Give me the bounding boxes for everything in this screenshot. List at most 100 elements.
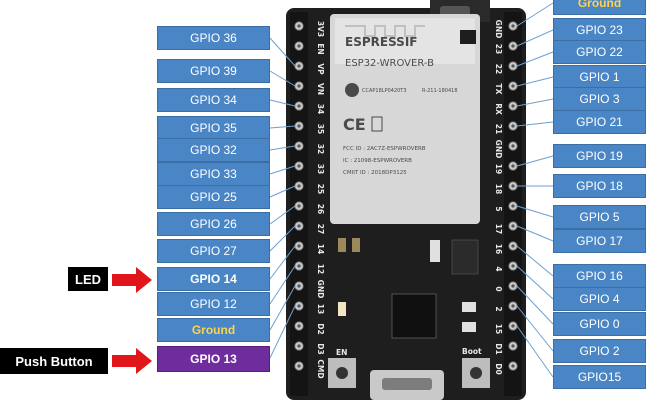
pin-silk-label: 19 <box>494 164 503 174</box>
pin-silk-label: D0 <box>494 363 503 374</box>
pin-hole <box>297 264 301 268</box>
left-pin-label: GPIO 34 <box>157 88 270 112</box>
right-pin-label: GPIO 17 <box>553 229 646 253</box>
pin-hole <box>511 344 515 348</box>
pin-hole <box>511 164 515 168</box>
pointer-line <box>516 265 554 300</box>
power-led <box>338 302 346 316</box>
pin-silk-label: 5 <box>494 206 503 211</box>
right-pin-label: GPIO 2 <box>553 339 646 363</box>
right-pin-label: GPIO 18 <box>553 174 646 198</box>
right-pin-label: GPIO 4 <box>553 287 646 311</box>
esp32-module <box>330 14 480 224</box>
left-pin-label: GPIO 36 <box>157 26 270 50</box>
pin-silk-label: 13 <box>316 304 325 314</box>
module-cert1: CCAP18LP0420T3 <box>362 88 407 94</box>
pin-hole <box>297 324 301 328</box>
right-pin-label: GPIO15 <box>553 365 646 389</box>
right-pin-label: GPIO 23 <box>553 18 646 42</box>
pointer-line <box>269 99 296 107</box>
pin-hole <box>511 184 515 188</box>
pin-hole <box>511 44 515 48</box>
right-pin-label: GPIO 0 <box>553 312 646 336</box>
boot-button-cap <box>470 367 482 379</box>
pin-hole <box>511 244 515 248</box>
pin-silk-label: D3 <box>316 343 325 354</box>
pin-silk-label: TX <box>494 84 503 95</box>
left-pin-label: GPIO 13 <box>157 346 270 372</box>
pin-hole <box>511 124 515 128</box>
pin-hole <box>297 164 301 168</box>
wifi-logo-icon <box>345 83 359 97</box>
pointer-line <box>269 165 296 175</box>
pointer-line <box>269 245 296 280</box>
pin-silk-label: EN <box>316 43 325 54</box>
pin-hole <box>511 204 515 208</box>
pin-silk-label: D1 <box>494 343 503 354</box>
pin-hole <box>297 144 301 148</box>
pin-silk-label: 27 <box>316 224 325 234</box>
en-silk-label: EN <box>336 348 347 357</box>
left-pin-label: GPIO 35 <box>157 116 270 140</box>
right-pin-label: GPIO 3 <box>553 87 646 111</box>
pointer-line <box>269 125 296 129</box>
module-ic: IC : 21098-ESPWROVERB <box>343 158 412 164</box>
pin-silk-label: 14 <box>316 244 325 254</box>
left-pin-label: GPIO 39 <box>157 59 270 83</box>
module-cert2: R-211-180418 <box>422 88 458 94</box>
rcm-mark-icon <box>371 116 383 132</box>
boot-silk-label: Boot <box>462 347 482 356</box>
en-button-cap <box>336 367 348 379</box>
pin-hole <box>511 284 515 288</box>
pin-silk-label: 12 <box>316 264 325 274</box>
pin-silk-label: CMD <box>316 359 325 378</box>
pin-silk-label: 17 <box>494 224 503 234</box>
pin-hole <box>511 364 515 368</box>
pin-hole <box>297 104 301 108</box>
led-tag: LED <box>68 267 108 291</box>
ce-mark-icon: CE <box>343 115 366 134</box>
smd-component <box>462 302 476 312</box>
smd-component <box>430 240 440 262</box>
pin-hole <box>297 284 301 288</box>
pin-hole <box>511 64 515 68</box>
pin-silk-label: GND <box>316 280 325 299</box>
pin-hole <box>297 344 301 348</box>
pointer-line <box>516 325 554 378</box>
pointer-line <box>516 245 554 277</box>
pin-silk-label: GND <box>494 140 503 159</box>
pointer-line <box>269 205 296 225</box>
pin-silk-label: 22 <box>494 64 503 74</box>
push-button-tag: Push Button <box>0 348 108 374</box>
pointer-line <box>516 205 554 218</box>
right-pin-label: GPIO 16 <box>553 264 646 288</box>
pointer-line <box>269 185 296 198</box>
left-pin-label: GPIO 25 <box>157 185 270 209</box>
pin-hole <box>297 124 301 128</box>
pin-silk-label: 15 <box>494 324 503 334</box>
pin-silk-label: 34 <box>316 104 325 114</box>
regulator <box>451 239 479 275</box>
pointer-line <box>269 305 296 359</box>
pin-silk-label: 23 <box>494 44 503 54</box>
pointer-line <box>516 76 554 87</box>
pin-silk-label: RX <box>494 103 503 115</box>
pin-silk-label: 25 <box>316 184 325 194</box>
pointer-line <box>269 37 296 67</box>
led-arrow-icon <box>112 267 152 293</box>
pointer-line <box>269 145 296 151</box>
pin-hole <box>297 84 301 88</box>
pointer-line <box>269 70 296 87</box>
left-pin-label: GPIO 12 <box>157 292 270 316</box>
smd-component <box>352 238 360 252</box>
pin-hole <box>511 224 515 228</box>
usb-uart-chip <box>391 293 437 339</box>
pin-silk-label: 21 <box>494 124 503 134</box>
pin-hole <box>297 24 301 28</box>
pin-hole <box>297 244 301 248</box>
left-pin-label: GPIO 32 <box>157 138 270 162</box>
right-pin-label: GPIO 1 <box>553 65 646 89</box>
pointer-line <box>516 225 554 242</box>
right-pin-label: GPIO 19 <box>553 144 646 168</box>
